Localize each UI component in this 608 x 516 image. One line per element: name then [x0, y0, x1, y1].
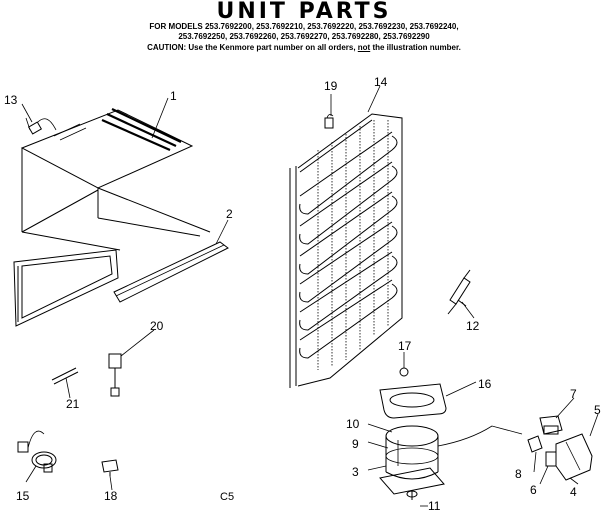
callout-2: 2: [226, 207, 233, 221]
callout-10: 10: [346, 417, 360, 431]
part-17-grommet: [399, 367, 409, 377]
part-8-clip: [527, 435, 543, 453]
page-title: UNIT PARTS: [216, 0, 392, 24]
leader-8: [533, 451, 537, 473]
callout-9: 9: [352, 437, 359, 451]
leader-16: [445, 381, 477, 397]
leader-12: [461, 301, 475, 319]
callout-7: 7: [570, 387, 577, 401]
leader-10: [367, 423, 393, 433]
model-list-line-2: 253.7692250, 253.7692260, 253.7692270, 2…: [178, 32, 430, 41]
part-18-clip: [101, 459, 119, 476]
leader-13: [21, 103, 33, 123]
callout-12: 12: [466, 319, 480, 333]
part-3-compressor: [379, 425, 523, 495]
part-2-strip: [113, 241, 229, 303]
callout-13: 13: [4, 93, 18, 107]
model-list-line-1: FOR MODELS 253.7692200, 253.7692210, 253…: [149, 22, 459, 31]
callout-20: 20: [150, 319, 164, 333]
caution-suffix: the illustration number.: [370, 43, 461, 52]
callout-5: 5: [594, 403, 601, 417]
footer-code: C5: [220, 491, 234, 503]
leader-3: [367, 465, 387, 471]
part-1-evaporator-panel: [13, 108, 211, 327]
leader-9: [367, 441, 389, 449]
caution-prefix: CAUTION: Use the Kenmore part number on …: [147, 43, 358, 52]
leader-15: [25, 465, 37, 483]
leader-2: [215, 219, 229, 245]
callout-15: 15: [16, 489, 30, 503]
part-14-condenser-coil: [289, 113, 403, 388]
callout-17: 17: [398, 339, 412, 353]
part-21-strap: [51, 367, 79, 385]
leader-21: [65, 377, 71, 399]
part-12-drier: [447, 269, 471, 315]
part-13-clip: [25, 117, 57, 135]
callout-19: 19: [324, 79, 338, 93]
caution-note: CAUTION: Use the Kenmore part number on …: [0, 43, 608, 53]
callout-1: 1: [170, 89, 177, 103]
part-6-overload: [545, 451, 557, 467]
part-19-clip: [324, 114, 334, 129]
callout-3: 3: [352, 465, 359, 479]
leader-4: [569, 477, 579, 485]
callout-4: 4: [570, 485, 577, 499]
model-list: FOR MODELS 253.7692200, 253.7692210, 253…: [0, 22, 608, 42]
part-16-drain-pan: [379, 383, 447, 419]
callout-11: 11: [428, 499, 441, 513]
part-7-relay: [539, 415, 563, 435]
callout-14: 14: [374, 75, 388, 89]
part-5-cover: [555, 433, 593, 481]
part-20-harness: [108, 353, 122, 397]
callout-16: 16: [478, 377, 492, 391]
caution-not: not: [357, 43, 371, 52]
leader-14: [367, 85, 381, 113]
leader-6: [539, 465, 549, 485]
part-15-power-cord: [17, 430, 57, 473]
leader-5: [589, 413, 599, 437]
callout-6: 6: [530, 483, 537, 497]
part-11-grommet: [406, 490, 418, 500]
callout-8: 8: [515, 467, 522, 481]
callout-21: 21: [66, 397, 80, 411]
callout-18: 18: [104, 489, 118, 503]
leader-20: [120, 329, 155, 357]
leader-18: [109, 475, 113, 491]
leader-7: [555, 397, 575, 419]
leader-1: [151, 97, 169, 139]
